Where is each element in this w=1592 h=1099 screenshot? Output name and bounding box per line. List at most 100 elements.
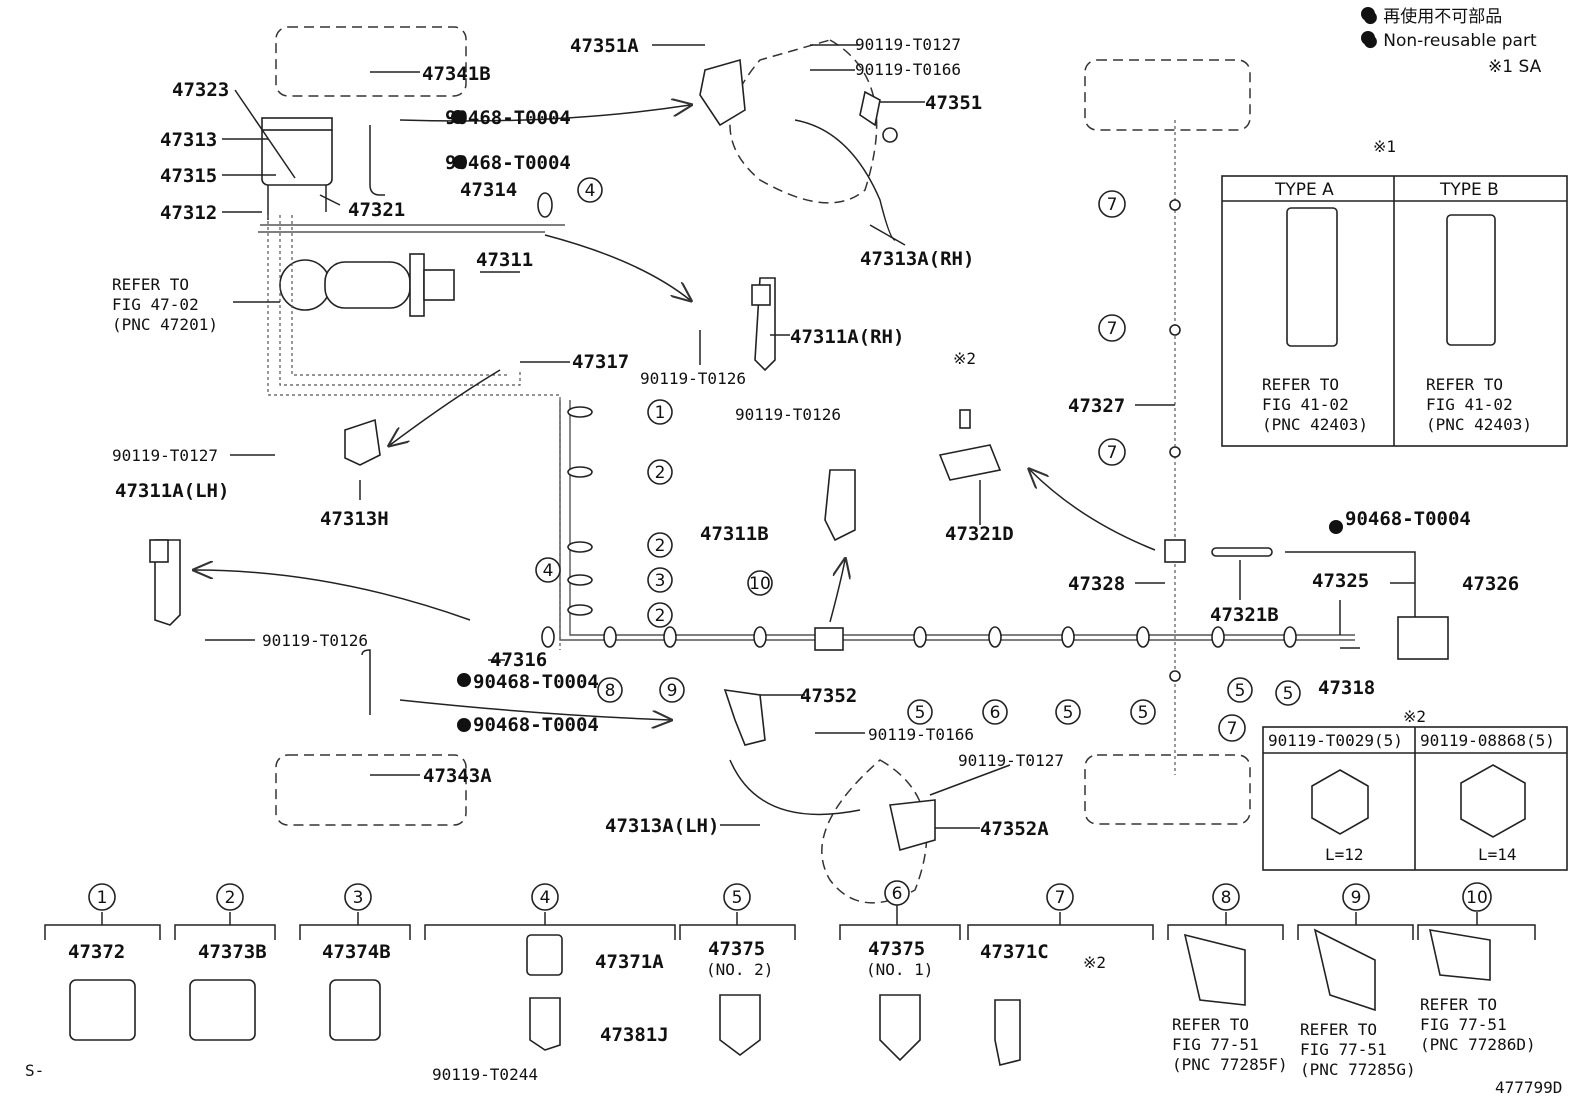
bottom-callout-9: 9 <box>1351 888 1362 908</box>
bottom-label-9a: REFER TO <box>1300 1020 1377 1039</box>
label-47321: 47321 <box>348 199 405 221</box>
label-47323: 47323 <box>172 79 229 101</box>
callout-7a: 7 <box>1107 195 1118 215</box>
bolt-header-2: 90119-08868(5) <box>1420 731 1555 750</box>
type-a-ref-1: REFER TO <box>1262 375 1339 394</box>
label-47317: 47317 <box>572 351 629 373</box>
bolt-box-note: ※2 <box>1403 707 1426 726</box>
callout-4a: 4 <box>585 181 596 201</box>
callout-6a: 6 <box>990 703 1001 723</box>
bottom-callout-10: 10 <box>1466 888 1488 908</box>
label-47351: 47351 <box>925 92 982 114</box>
s-mark: S- <box>25 1061 44 1080</box>
label-47313A-LH: 47313A(LH) <box>605 815 719 837</box>
label-47316: 47316 <box>490 649 547 671</box>
label-47315: 47315 <box>160 165 217 187</box>
label-47313: 47313 <box>160 129 217 151</box>
bolt-length-2: L=14 <box>1478 845 1517 864</box>
bottom-label-9b: FIG 77-51 <box>1300 1040 1387 1059</box>
callout-5a: 5 <box>915 703 926 723</box>
label-47321B: 47321B <box>1210 604 1279 626</box>
label-47341B: 47341B <box>422 63 491 85</box>
type-a-ref-2: FIG 41-02 <box>1262 395 1349 414</box>
label-47311: 47311 <box>476 249 533 271</box>
label-b0126-a: 90119-T0126 <box>640 369 746 388</box>
callout-7d: 7 <box>1227 719 1238 739</box>
label-b0127-mid: 90119-T0127 <box>112 446 218 465</box>
type-a-ref-3: (PNC 42403) <box>1262 415 1368 434</box>
master-cylinder-reservoir <box>261 117 333 220</box>
bottom-label-10a: REFER TO <box>1420 995 1497 1014</box>
label-47313A-RH: 47313A(RH) <box>860 248 974 270</box>
callout-1: 1 <box>655 403 666 423</box>
label-b0126-c: 90119-T0126 <box>735 405 841 424</box>
label-b0127-top: 90119-T0127 <box>855 35 961 54</box>
bottom-label-7a: 47371C <box>980 941 1049 963</box>
legend-en: ● Non-reusable part <box>1363 31 1537 51</box>
callouts-main: 1 2 2 3 2 4 4 8 9 10 5 6 5 5 5 5 7 7 7 7… <box>535 177 1301 906</box>
label-nr-left-1: 90468-T0004 <box>473 671 599 693</box>
label-47325: 47325 <box>1312 570 1369 592</box>
label-b0166-bottom: 90119-T0166 <box>868 725 974 744</box>
label-b0126-b: 90119-T0126 <box>262 631 368 650</box>
refer-line3: (PNC 47201) <box>112 315 218 334</box>
refer-line2: FIG 47-02 <box>112 295 199 314</box>
bottom-label-3: 47374B <box>322 941 391 963</box>
bottom-label-9c: (PNC 77285G) <box>1300 1060 1416 1079</box>
bottom-label-2: 47373B <box>198 941 267 963</box>
label-47351A: 47351A <box>570 35 639 57</box>
bottom-label-5a: 47375 <box>708 938 765 960</box>
bottom-callout-8: 8 <box>1221 888 1232 908</box>
callout-4b: 4 <box>543 561 554 581</box>
callout-3: 3 <box>655 571 666 591</box>
label-nr-left-2: 90468-T0004 <box>473 714 599 736</box>
clamp-markers <box>537 192 1297 651</box>
label-47311A-RH: 47311A(RH) <box>790 326 904 348</box>
callout-9: 9 <box>667 681 678 701</box>
bottom-label-10b: FIG 77-51 <box>1420 1015 1507 1034</box>
label-47311B: 47311B <box>700 523 769 545</box>
label-47327: 47327 <box>1068 395 1125 417</box>
bottom-callout-5: 5 <box>732 888 743 908</box>
label-47313H: 47313H <box>320 508 389 530</box>
type-b-ref-3: (PNC 42403) <box>1426 415 1532 434</box>
label-b0127-bottom: 90119-T0127 <box>958 751 1064 770</box>
label-47343A: 47343A <box>423 765 492 787</box>
callout-5e: 5 <box>1283 684 1294 704</box>
bottom-label-6b: (NO. 1) <box>866 960 933 979</box>
label-b0166-top: 90119-T0166 <box>855 60 961 79</box>
type-box: ※1 TYPE A TYPE B REFER TO FIG 41-02 (PNC… <box>1221 137 1568 447</box>
legend-note1: ※1 SA <box>1488 57 1542 77</box>
type-b-header: TYPE B <box>1439 180 1499 200</box>
callout-5c: 5 <box>1138 703 1149 723</box>
label-nr-top-1: 90468-T0004 <box>445 107 571 129</box>
bottom-label-7b: ※2 <box>1083 953 1106 972</box>
label-47314: 47314 <box>460 179 517 201</box>
bottom-label-1: 47372 <box>68 941 125 963</box>
bottom-label-8c: (PNC 77285F) <box>1172 1055 1288 1074</box>
type-b-ref-1: REFER TO <box>1426 375 1503 394</box>
bottom-callout-4: 4 <box>540 888 551 908</box>
label-47312: 47312 <box>160 202 217 224</box>
bolt-box: ※2 90119-T0029(5) 90119-08868(5) L=12 L=… <box>1262 707 1568 871</box>
ref-box-top-left <box>275 26 467 97</box>
type-a-header: TYPE A <box>1274 180 1334 200</box>
ref-box-bottom-right <box>1084 754 1251 825</box>
callout-7c: 7 <box>1107 443 1118 463</box>
bottom-callout-2: 2 <box>225 888 236 908</box>
label-47326: 47326 <box>1462 573 1519 595</box>
callout-8: 8 <box>605 681 616 701</box>
legend-jp: ● 再使用不可部品 <box>1363 6 1502 27</box>
callout-10: 10 <box>749 574 771 594</box>
ref-box-top-right <box>1084 59 1251 131</box>
label-47352A: 47352A <box>980 818 1049 840</box>
label-47352: 47352 <box>800 685 857 707</box>
bottom-label-4b: 47381J <box>600 1024 669 1046</box>
master-cylinder-body <box>279 253 455 317</box>
label-nr-top-2: 90468-T0004 <box>445 152 571 174</box>
bolt-header-1: 90119-T0029(5) <box>1268 731 1403 750</box>
bottom-callout-1: 1 <box>97 888 108 908</box>
bottom-label-10c: (PNC 77286D) <box>1420 1035 1536 1054</box>
label-47328: 47328 <box>1068 573 1125 595</box>
